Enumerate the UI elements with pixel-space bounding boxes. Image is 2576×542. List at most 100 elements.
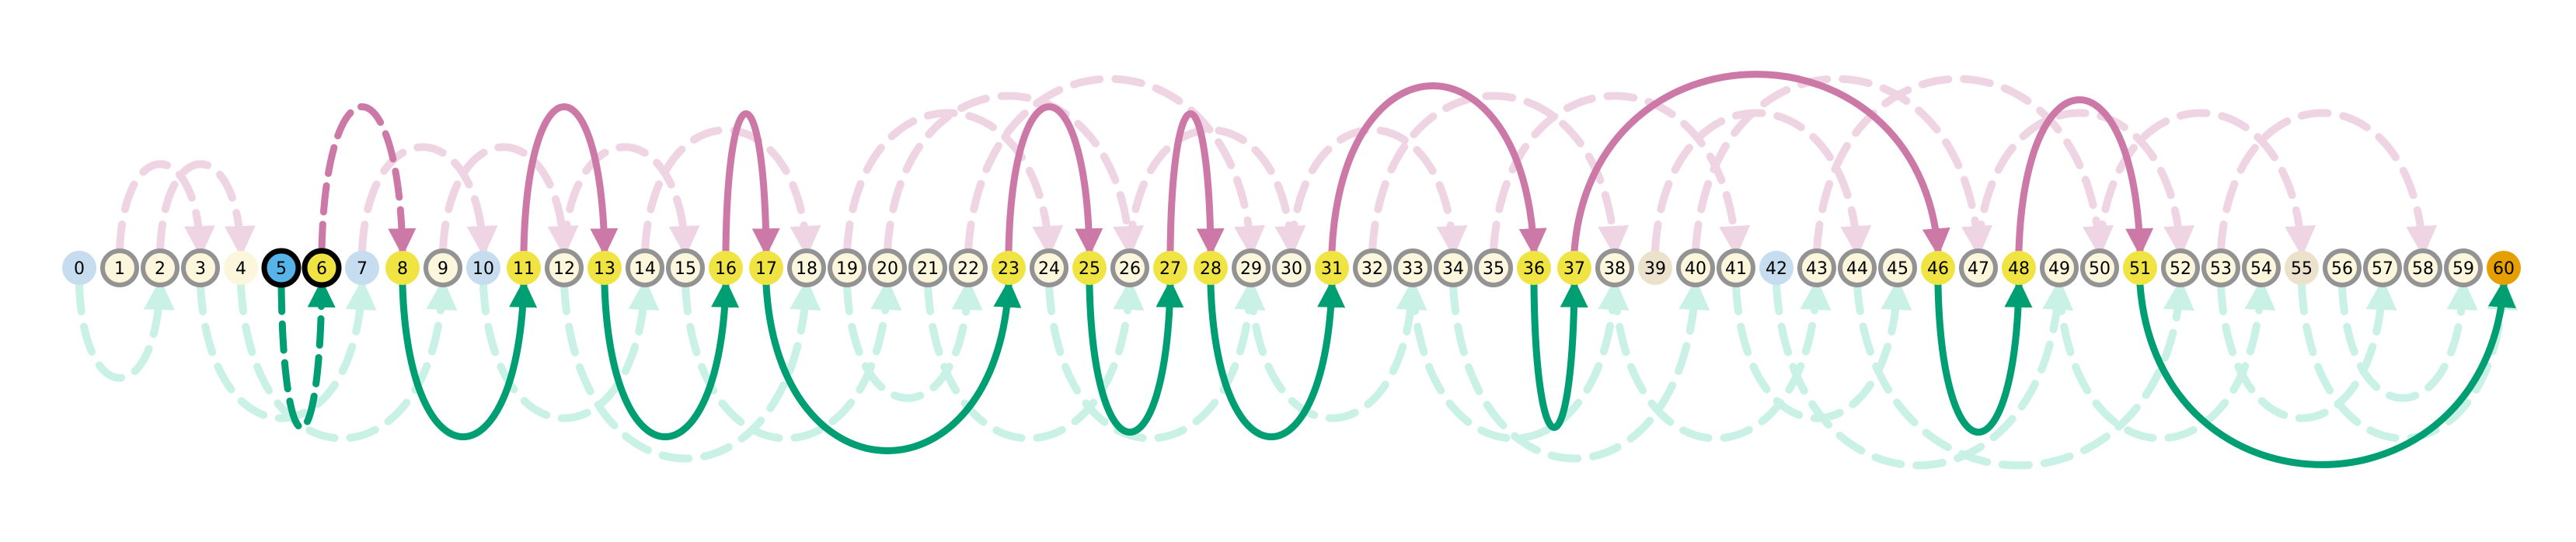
node-circle: [1797, 248, 1836, 287]
faint-arc-below-44-52: [1853, 279, 2194, 470]
node-label: 24: [1038, 259, 1060, 279]
arc-below-28-31: [1207, 279, 1346, 440]
node-circle: [1232, 248, 1271, 287]
faint-arc-below-12-18: [560, 279, 821, 463]
faint-arc-below-41-45: [1732, 279, 1912, 422]
node-circle: [1638, 251, 1672, 285]
arc-above-16-17: [722, 110, 780, 257]
node-label: 21: [917, 259, 939, 279]
node-label: 16: [715, 259, 737, 279]
node-18: 18: [787, 248, 826, 287]
node-label: 22: [957, 259, 979, 279]
node-circle: [1759, 251, 1793, 285]
node-50: 50: [2080, 248, 2119, 287]
faint-arc-below-10-14: [479, 279, 660, 422]
node-circle: [1921, 251, 1955, 285]
node-60: 60: [2487, 251, 2521, 285]
node-label: 14: [634, 259, 656, 279]
node-circle: [666, 248, 705, 287]
node-circle: [2487, 251, 2521, 285]
node-circle: [1878, 248, 1917, 287]
node-41: 41: [1717, 248, 1755, 287]
node-label: 40: [1685, 259, 1706, 279]
node-circle: [2040, 248, 2079, 287]
faint-arc-above-47-52: [1975, 109, 2195, 257]
faint-arc-above-32-38: [1368, 92, 1630, 257]
node-label: 49: [2048, 259, 2070, 279]
arc-above-23-25: [1005, 103, 1103, 257]
node-circle: [626, 248, 664, 287]
node-circle: [787, 248, 826, 287]
node-circle: [2242, 248, 2281, 287]
node-8: 8: [385, 251, 420, 285]
node-circle: [224, 251, 258, 285]
node-label: 30: [1281, 259, 1302, 279]
node-circle: [2444, 248, 2483, 287]
faint-arc-above-12-15: [560, 143, 700, 257]
node-label: 46: [1927, 259, 1949, 279]
node-label: 18: [796, 259, 817, 279]
node-circle: [1557, 251, 1591, 285]
node-circle: [2403, 248, 2442, 287]
node-circle: [2323, 248, 2362, 287]
node-19: 19: [828, 248, 866, 287]
faint-arc-above-50-55: [2096, 109, 2316, 257]
faint-arc-above-14-18: [641, 126, 821, 257]
node-circle: [2002, 251, 2036, 285]
node-label: 32: [1361, 259, 1383, 279]
faint-arc-above-26-30: [1126, 126, 1306, 257]
node-label: 31: [1321, 259, 1343, 279]
node-6: 6: [302, 248, 342, 288]
node-24: 24: [1030, 248, 1068, 287]
node-label: 6: [316, 259, 327, 279]
node-11: 11: [507, 251, 541, 285]
node-circle: [949, 248, 988, 287]
node-label: 4: [235, 259, 246, 279]
node-circle: [2363, 248, 2402, 287]
node-21: 21: [908, 248, 947, 287]
node-label: 20: [877, 259, 898, 279]
node-label: 39: [1644, 259, 1666, 279]
node-39: 39: [1638, 251, 1672, 285]
node-circle: [385, 251, 420, 285]
node-circle: [1353, 248, 1392, 287]
node-47: 47: [1959, 248, 1998, 287]
node-circle: [2080, 248, 2119, 287]
node-label: 12: [553, 259, 575, 279]
node-circle: [1434, 248, 1473, 287]
node-circle: [908, 248, 947, 287]
node-label: 47: [1968, 259, 1989, 279]
node-circle: [1595, 248, 1634, 287]
node-label: 56: [2331, 259, 2353, 279]
node-label: 11: [513, 259, 535, 279]
node-circle: [2123, 251, 2157, 285]
node-20: 20: [868, 248, 907, 287]
node-label: 53: [2210, 259, 2232, 279]
node-circle: [1110, 248, 1149, 287]
faint-arc-above-7-10: [358, 143, 498, 257]
node-label: 48: [2008, 259, 2030, 279]
node-34: 34: [1434, 248, 1473, 287]
node-12: 12: [545, 248, 584, 287]
faint-arc-above-30-34: [1288, 126, 1468, 257]
arc-below-36-37: [1530, 279, 1588, 432]
faint-arc-below-55-60: [2298, 279, 2518, 443]
faint-arc-above-20-26: [884, 92, 1145, 257]
node-circle: [62, 251, 96, 285]
node-label: 9: [437, 259, 448, 279]
node-label: 36: [1523, 259, 1545, 279]
faint-arc-below-34-40: [1449, 279, 1710, 463]
node-circle: [545, 248, 584, 287]
node-label: 37: [1563, 259, 1585, 279]
node-25: 25: [1072, 251, 1107, 285]
faint-arc-above-35-41: [1490, 92, 1751, 257]
arc-above-6-8: [318, 103, 417, 257]
node-label: 54: [2250, 259, 2272, 279]
node-label: 57: [2372, 259, 2393, 279]
node-3: 3: [181, 248, 220, 287]
faint-arc-below-19-22: [843, 279, 983, 402]
faint-arc-below-42-49: [1773, 279, 2074, 470]
faint-arc-below-0-2: [75, 279, 175, 382]
